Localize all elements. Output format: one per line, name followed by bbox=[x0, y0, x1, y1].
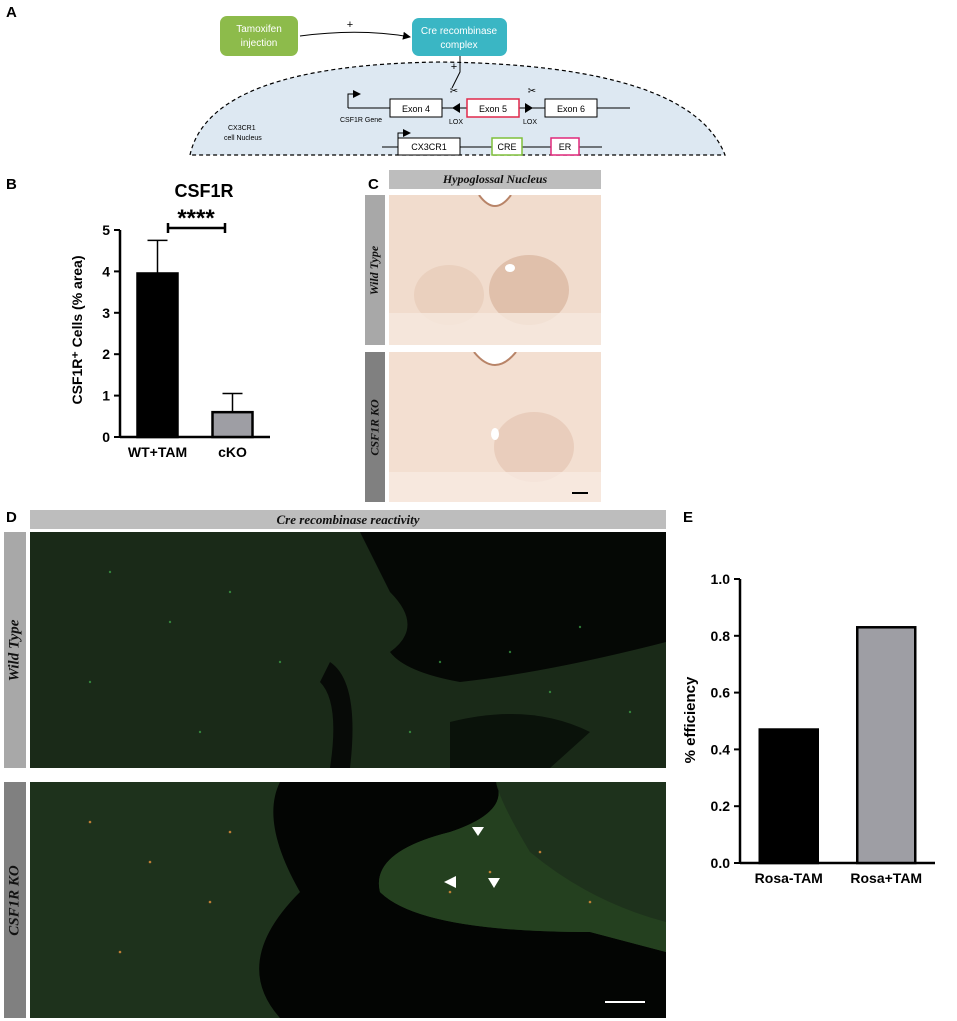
scissors-icon-2: ✂ bbox=[528, 86, 536, 97]
exon5-label: Exon 5 bbox=[479, 104, 507, 114]
plus-sign-1: + bbox=[347, 19, 353, 31]
exon6-box bbox=[544, 98, 598, 118]
cre-box bbox=[491, 137, 523, 156]
panel-a-schematic: Tamoxifen injection Cre recombinase comp… bbox=[189, 16, 726, 156]
promoter-arrow-csf1r bbox=[347, 90, 361, 108]
bar-1 bbox=[211, 410, 254, 439]
exon6-label: Exon 6 bbox=[557, 104, 585, 114]
er-box bbox=[550, 137, 580, 156]
y-tick-label: 0.2 bbox=[711, 798, 731, 814]
cre-complex-box bbox=[412, 18, 507, 56]
panel-label-c: C bbox=[368, 176, 379, 193]
y-tick-label: 5 bbox=[102, 222, 110, 238]
csf1r-gene-label: CSF1R Gene bbox=[340, 117, 382, 124]
chart-e-ylabel: % efficiency bbox=[682, 676, 699, 763]
panel-label-e: E bbox=[683, 509, 694, 526]
y-tick-label: 0.0 bbox=[711, 855, 731, 871]
y-tick-label: 1.0 bbox=[711, 571, 731, 587]
y-tick-label: 0.6 bbox=[711, 685, 731, 701]
chart-b-significance: **** bbox=[177, 205, 215, 232]
micrograph-c-ko bbox=[389, 352, 601, 502]
x-category-label-0: WT+TAM bbox=[128, 444, 187, 460]
lox-label-1: LOX bbox=[449, 119, 463, 126]
nucleus-label-line1: CX3CR1 bbox=[228, 125, 256, 132]
tamoxifen-line1: Tamoxifen bbox=[236, 24, 282, 35]
lox-label-2: LOX bbox=[523, 119, 537, 126]
x-category-label-1: Rosa+TAM bbox=[850, 870, 922, 886]
bar-0 bbox=[758, 728, 819, 865]
arrow-tamoxifen-cre bbox=[299, 31, 411, 40]
lox-triangle-2 bbox=[525, 103, 533, 113]
nucleus-label-line2: cell Nucleus bbox=[224, 135, 262, 142]
arrowhead-markers bbox=[444, 827, 500, 888]
micrograph-d-wildtype bbox=[30, 532, 666, 768]
cx3cr1-label: CX3CR1 bbox=[411, 142, 447, 152]
panel-label-d: D bbox=[6, 509, 17, 526]
x-category-label-0: Rosa-TAM bbox=[755, 870, 823, 886]
y-tick-label: 1 bbox=[102, 388, 110, 404]
x-category-label-1: cKO bbox=[218, 444, 247, 460]
y-tick-label: 4 bbox=[102, 263, 110, 279]
plus-sign-2: + bbox=[451, 61, 457, 73]
y-tick-label: 0 bbox=[102, 429, 110, 445]
tamoxifen-box bbox=[220, 16, 298, 56]
cre-complex-line2: complex bbox=[440, 40, 477, 51]
chart-b-title: CSF1R bbox=[174, 181, 233, 201]
micrograph-c-wildtype bbox=[389, 195, 601, 345]
exon4-label: Exon 4 bbox=[402, 104, 430, 114]
micrograph-d-ko bbox=[30, 782, 666, 1018]
arrow-cre-exon bbox=[451, 56, 461, 89]
y-tick-label: 0.4 bbox=[711, 741, 731, 757]
panel-c-row2-label: CSF1R KO bbox=[365, 352, 385, 502]
cx3cr1-box bbox=[397, 137, 461, 156]
lox-triangle-1 bbox=[452, 103, 460, 113]
exon5-box bbox=[466, 98, 520, 118]
y-tick-label: 0.8 bbox=[711, 628, 731, 644]
cre-complex-line1: Cre recombinase bbox=[421, 26, 498, 37]
cre-label: CRE bbox=[497, 142, 516, 152]
y-tick-label: 2 bbox=[102, 346, 110, 362]
panel-d-header: Cre recombinase reactivity bbox=[30, 510, 666, 529]
panel-d-row2-label: CSF1R KO bbox=[4, 782, 26, 1018]
er-label: ER bbox=[559, 142, 572, 152]
y-tick-label: 3 bbox=[102, 305, 110, 321]
chart-b-ylabel: CSF1R⁺ Cells (% area) bbox=[69, 256, 85, 405]
bar-1 bbox=[856, 626, 917, 865]
chart-e: % efficiency 0.0 0.2 0.4 0.6 0.8 1.0 Rosa-TAM… bbox=[682, 571, 935, 886]
panel-label-b: B bbox=[6, 176, 17, 193]
panel-label-a: A bbox=[6, 4, 17, 21]
tamoxifen-line2: injection bbox=[241, 38, 278, 49]
panel-c-row1-label: Wild Type bbox=[365, 195, 385, 345]
significance-bracket bbox=[166, 223, 227, 233]
panel-d-row1-label: Wild Type bbox=[4, 532, 26, 768]
chart-b: CSF1R CSF1R⁺ Cells (% area) 0 1 2 3 4 5 WT+TA… bbox=[69, 181, 270, 460]
bar-0 bbox=[136, 272, 179, 439]
exon4-box bbox=[389, 98, 443, 118]
scissors-icon-1: ✂ bbox=[450, 86, 458, 97]
panel-c-header: Hypoglossal Nucleus bbox=[389, 170, 601, 189]
